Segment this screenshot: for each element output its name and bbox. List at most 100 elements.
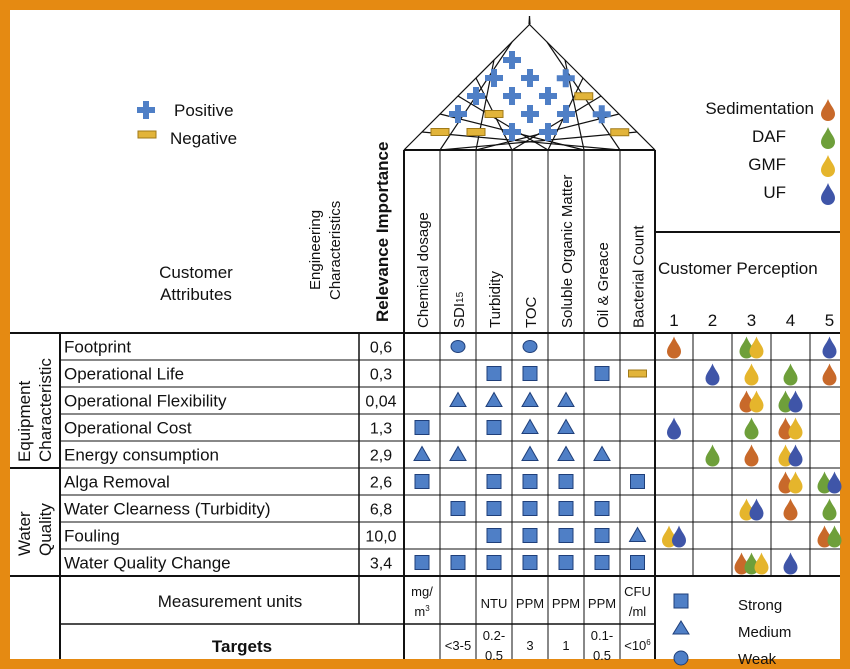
engineering-column-label: Bacterial Count bbox=[631, 225, 648, 328]
medium-relationship-mark bbox=[521, 418, 539, 434]
roof-line bbox=[439, 131, 638, 151]
grid-lines bbox=[10, 149, 840, 659]
method-label-daf: DAF bbox=[752, 127, 786, 146]
strong-legend-icon bbox=[673, 593, 689, 609]
roof-line bbox=[403, 23, 531, 151]
target-value: 0.2- bbox=[483, 628, 505, 643]
strong-relationship-mark bbox=[486, 555, 502, 570]
customer-attribute-label: Operational Cost bbox=[64, 419, 192, 438]
method-legend: Sedimentation DAF GMF UF bbox=[705, 99, 835, 205]
group-label-equipment-line-2: Characteristic bbox=[36, 358, 55, 462]
perception-drop-daf bbox=[744, 417, 759, 440]
strong-relationship-mark bbox=[486, 420, 502, 435]
method-drop-icon bbox=[821, 183, 835, 205]
target-value: 3 bbox=[526, 638, 533, 653]
relevance-importance-value: 1,3 bbox=[370, 421, 392, 438]
relevance-importance-value: 6,8 bbox=[370, 502, 392, 519]
strong-relationship-mark bbox=[594, 366, 610, 381]
customer-attribute-label: Alga Removal bbox=[64, 473, 170, 492]
measurement-unit-value: /ml bbox=[629, 604, 646, 619]
positive-correlation-icon bbox=[503, 87, 521, 105]
house-of-quality: Positive Negative Sedimentation DAF GMF … bbox=[10, 10, 842, 668]
measurement-unit-value: CFU bbox=[624, 584, 651, 599]
perception-drop-uf bbox=[783, 552, 798, 575]
negative-legend-icon bbox=[137, 130, 157, 139]
engineering-column-label: Oil & Greace bbox=[595, 242, 612, 328]
engineering-column-label: Soluble Organic Matter bbox=[559, 175, 576, 328]
perception-drop-sed bbox=[783, 498, 798, 521]
relevance-importance-value: 0,6 bbox=[370, 340, 392, 357]
method-label-sedimentation: Sedimentation bbox=[705, 99, 814, 118]
perception-drop-uf bbox=[667, 417, 681, 440]
medium-relationship-mark bbox=[521, 391, 539, 407]
perception-scale-number: 5 bbox=[825, 311, 834, 330]
positive-correlation-icon bbox=[485, 69, 503, 87]
perception-scale-number: 3 bbox=[747, 311, 756, 330]
positive-legend-label: Positive bbox=[174, 101, 234, 120]
engineering-column-label: SDI15 bbox=[451, 291, 468, 328]
strong-relationship-mark bbox=[414, 420, 430, 435]
measurement-units-label: Measurement units bbox=[158, 592, 303, 611]
house-of-quality-diagram: Positive Negative Sedimentation DAF GMF … bbox=[10, 15, 842, 668]
positive-correlation-icon bbox=[556, 69, 575, 88]
weak-relationship-mark bbox=[522, 340, 538, 353]
negative-correlation-icon bbox=[466, 128, 486, 136]
perception-drop-gmf bbox=[788, 417, 803, 440]
customer-attributes-line-2: Attributes bbox=[160, 285, 232, 304]
roof-line bbox=[528, 23, 656, 151]
strong-relationship-mark bbox=[522, 501, 538, 516]
measurement-unit-value: m3 bbox=[414, 604, 430, 619]
strong-relationship-mark bbox=[486, 474, 502, 489]
measurement-unit-value: mg/ bbox=[411, 584, 433, 599]
positive-correlation-icon bbox=[521, 105, 539, 123]
positive-correlation-icon bbox=[539, 123, 557, 141]
medium-relationship-mark bbox=[485, 391, 503, 407]
customer-attribute-label: Energy consumption bbox=[64, 446, 219, 465]
medium-relationship-mark bbox=[413, 445, 431, 461]
customer-attributes-line-1: Customer bbox=[159, 263, 233, 282]
medium-legend-label: Medium bbox=[738, 624, 791, 641]
customer-attribute-label: Operational Flexibility bbox=[64, 392, 227, 411]
correlation-roof bbox=[403, 15, 656, 151]
perception-drop-gmf bbox=[754, 552, 769, 575]
target-value: 0.5 bbox=[593, 648, 611, 663]
customer-attribute-label: Operational Life bbox=[64, 365, 184, 384]
perception-drop-sed bbox=[667, 336, 681, 359]
medium-relationship-mark bbox=[557, 418, 575, 434]
strong-relationship-mark bbox=[558, 474, 574, 489]
strong-relationship-mark bbox=[450, 501, 466, 516]
medium-relationship-mark bbox=[628, 526, 647, 542]
measurement-unit-value: PPM bbox=[552, 596, 580, 611]
perception-scale-number: 2 bbox=[708, 311, 717, 330]
positive-correlation-icon bbox=[503, 123, 521, 141]
perception-drop-gmf bbox=[749, 390, 764, 413]
roof-line bbox=[528, 15, 531, 25]
target-value: 1 bbox=[562, 638, 569, 653]
negative-correlation-icon bbox=[430, 128, 450, 136]
perception-drop-uf bbox=[705, 363, 720, 386]
roof-line bbox=[421, 131, 621, 151]
perception-drop-uf bbox=[827, 471, 842, 494]
weak-legend-icon bbox=[673, 650, 689, 666]
weak-relationship-mark bbox=[450, 340, 466, 353]
perception-drop-gmf bbox=[749, 336, 764, 359]
relationship-marks bbox=[413, 336, 842, 575]
negative-relationship-mark bbox=[628, 369, 647, 378]
targets-label: Targets bbox=[212, 637, 272, 656]
relevance-importance-value: 0,3 bbox=[370, 367, 392, 384]
engineering-column-label: Chemical dosage bbox=[415, 212, 432, 328]
method-drop-icons bbox=[821, 99, 835, 205]
roof-line bbox=[457, 95, 549, 151]
strong-relationship-mark bbox=[486, 528, 502, 543]
relevance-importance-value: 3,4 bbox=[370, 556, 392, 573]
measurement-unit-value: PPM bbox=[516, 596, 544, 611]
medium-relationship-mark bbox=[593, 445, 611, 461]
target-value: <3-5 bbox=[445, 638, 471, 653]
negative-correlation-icon bbox=[484, 110, 504, 118]
group-label-water-line-1: Water bbox=[15, 511, 34, 556]
strong-relationship-mark bbox=[594, 528, 610, 543]
strong-relationship-mark bbox=[594, 555, 610, 570]
perception-drop-sed bbox=[822, 363, 837, 386]
